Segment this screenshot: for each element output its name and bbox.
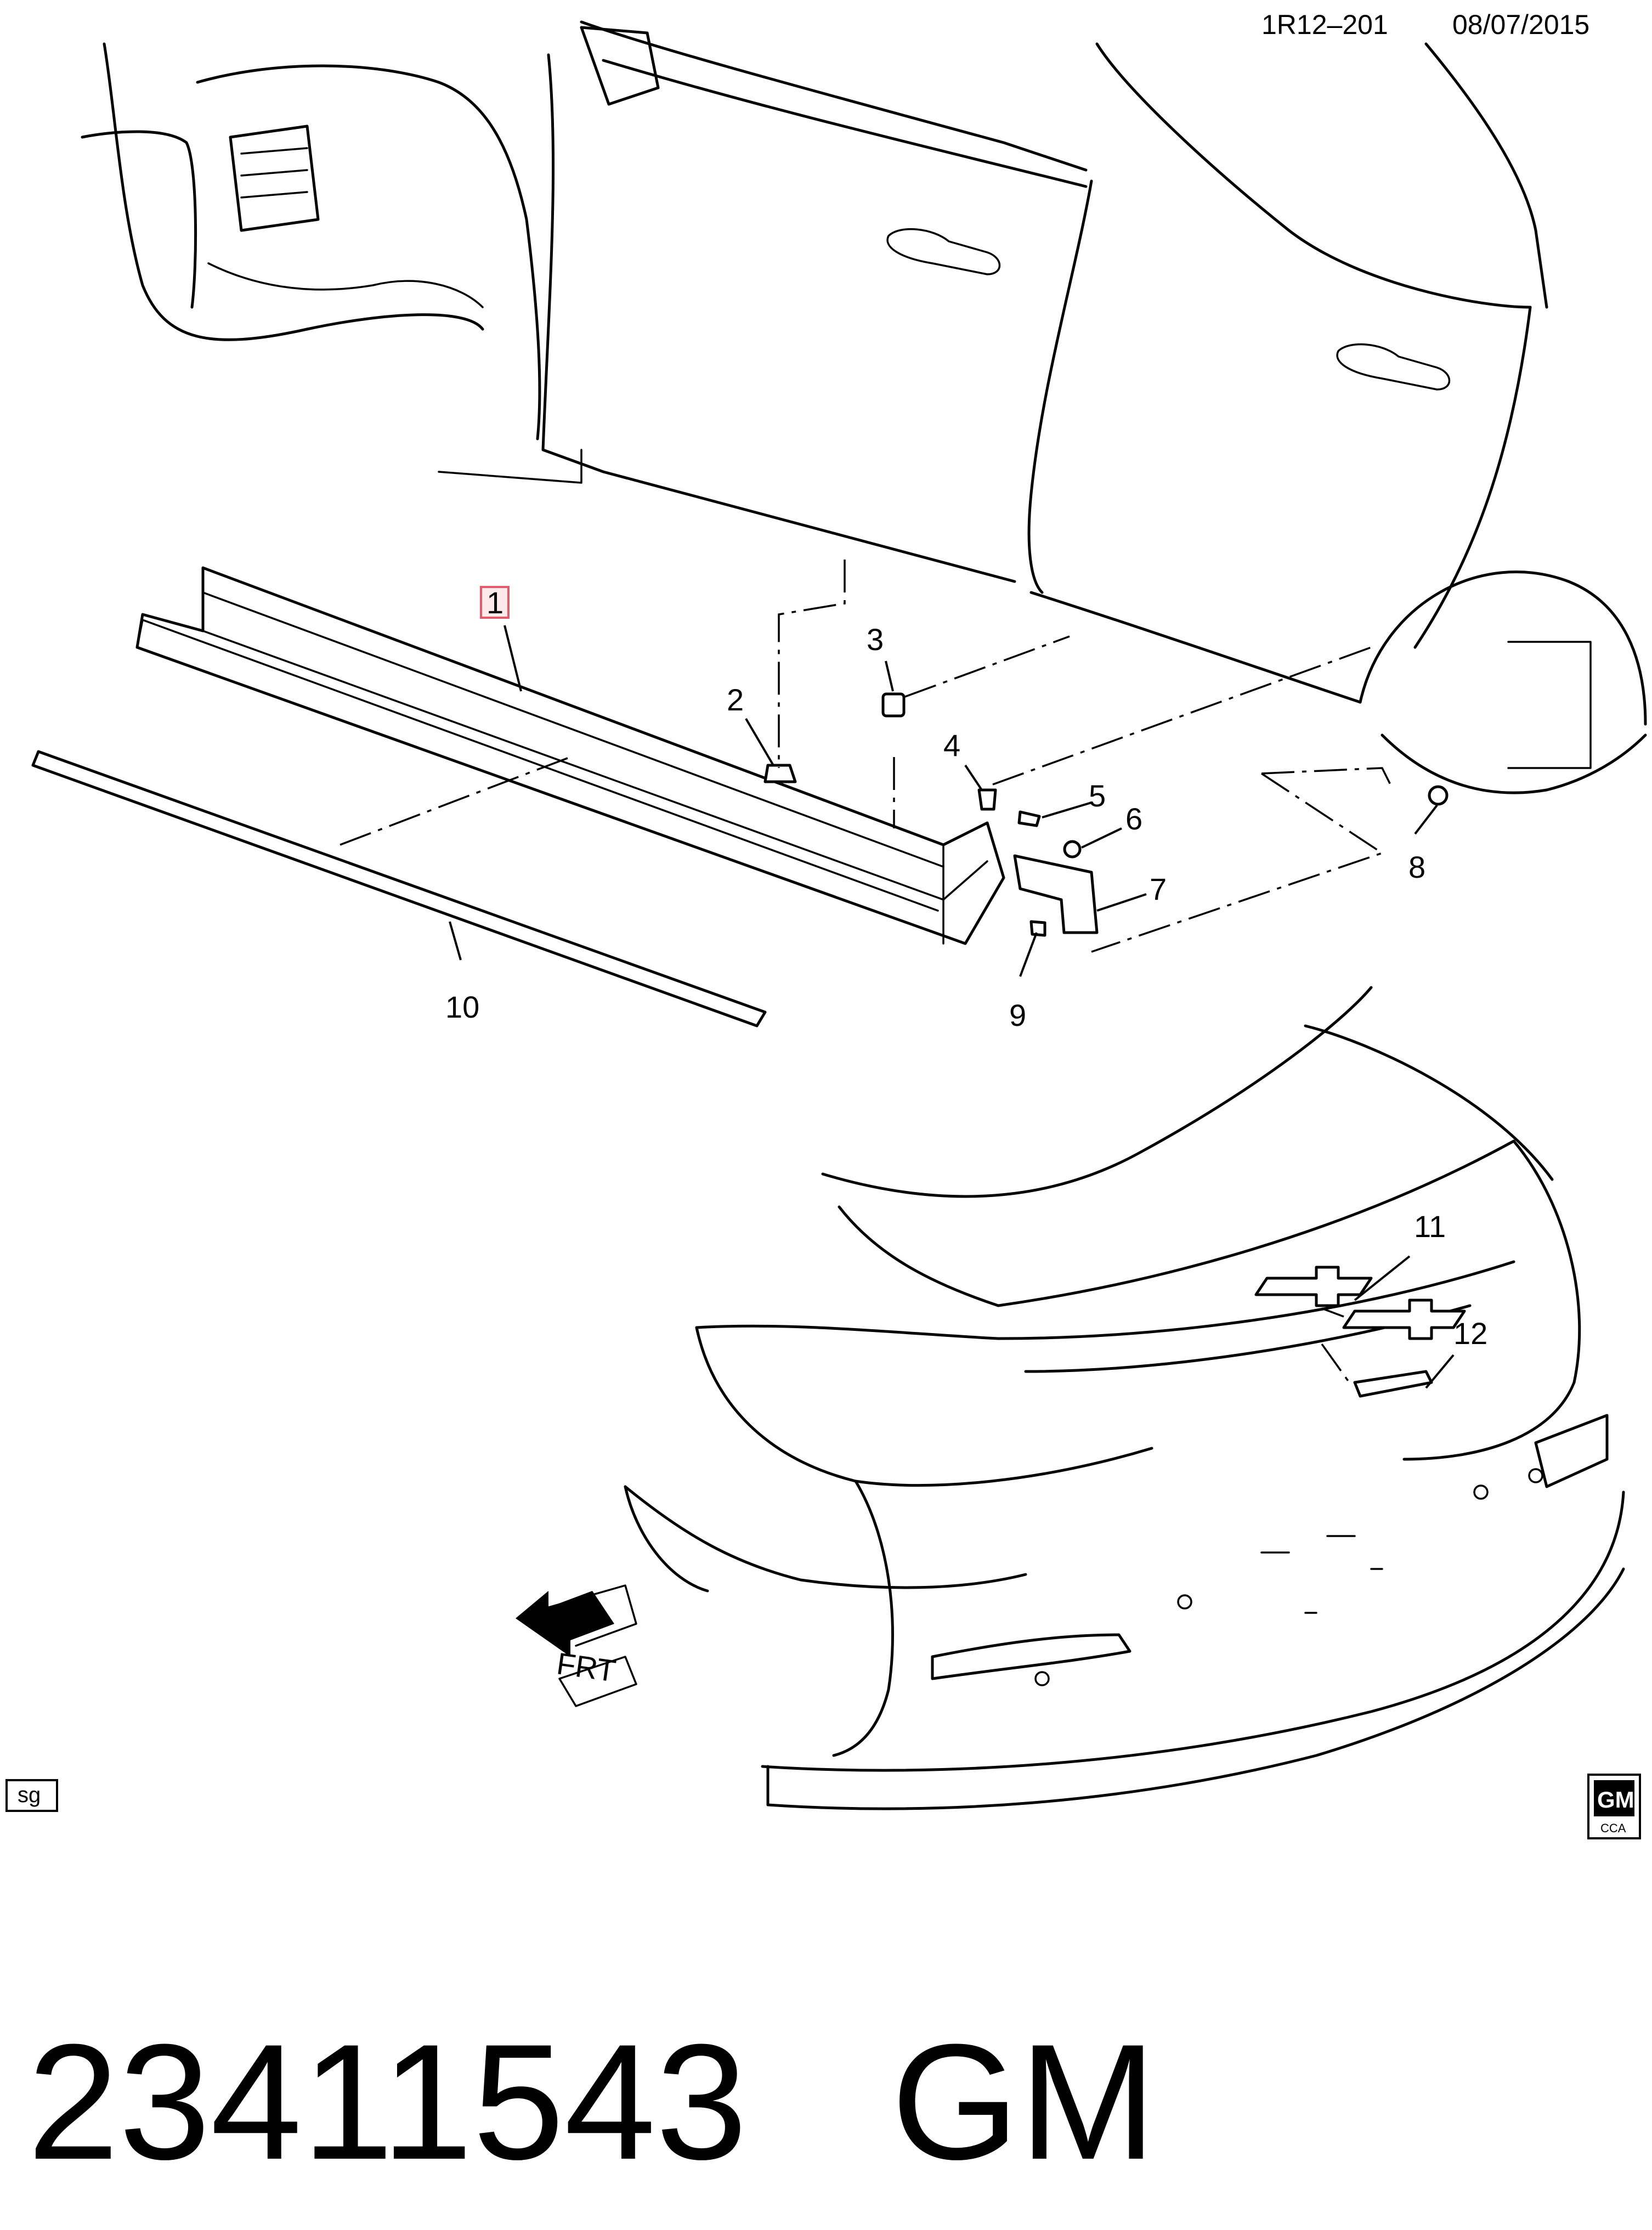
lower-molding-strip: [31, 750, 767, 1028]
fastener-3: [881, 692, 906, 718]
diagram-date: 08/07/2015: [1452, 9, 1589, 40]
callout-4: 4: [943, 728, 960, 763]
highlighted-callout-box: [480, 586, 510, 619]
clip-9: [1029, 920, 1046, 937]
front-direction-arrow: FRT: [516, 1584, 637, 1707]
bracket-7: [1013, 854, 1099, 934]
vehicle-rear-body: [624, 986, 1625, 1810]
gm-logo-sub: CCA: [1600, 1821, 1626, 1835]
callout-8: 8: [1408, 850, 1425, 884]
nut-6: [1063, 840, 1082, 859]
footer-brand: GM: [891, 2009, 1156, 2194]
gm-logo: GM CCA: [1587, 1774, 1641, 1839]
callout-2: 2: [727, 682, 744, 717]
callout-3: 3: [867, 622, 884, 657]
rocker-panel-molding: [135, 566, 1005, 945]
fastener-2: [763, 764, 797, 783]
callout-11: 11: [1414, 1209, 1446, 1244]
callout-9: 9: [1009, 998, 1026, 1032]
callout-6: 6: [1125, 801, 1142, 836]
vehicle-side-body: [81, 20, 1647, 794]
part-number: 23411543: [27, 2009, 748, 2194]
gm-logo-text: GM: [1597, 1787, 1634, 1813]
sg-tag: sg: [5, 1779, 58, 1812]
callout-1: 1: [486, 585, 503, 620]
sg-label: sg: [18, 1783, 41, 1807]
callout-12: 12: [1453, 1316, 1487, 1351]
nut-8: [1428, 785, 1449, 806]
assembly-lines: [340, 560, 1394, 953]
callout-labels: 1 2 3 4 5 6 7 8 9 10 11 12: [445, 585, 1487, 1351]
clip-5: [1017, 810, 1041, 827]
callout-7: 7: [1150, 872, 1167, 906]
frt-label: FRT: [555, 1646, 618, 1688]
callout-5: 5: [1089, 778, 1106, 813]
callout-10: 10: [445, 990, 479, 1024]
diagram-ref: 1R12–201: [1261, 9, 1388, 40]
fastener-4: [977, 788, 997, 811]
